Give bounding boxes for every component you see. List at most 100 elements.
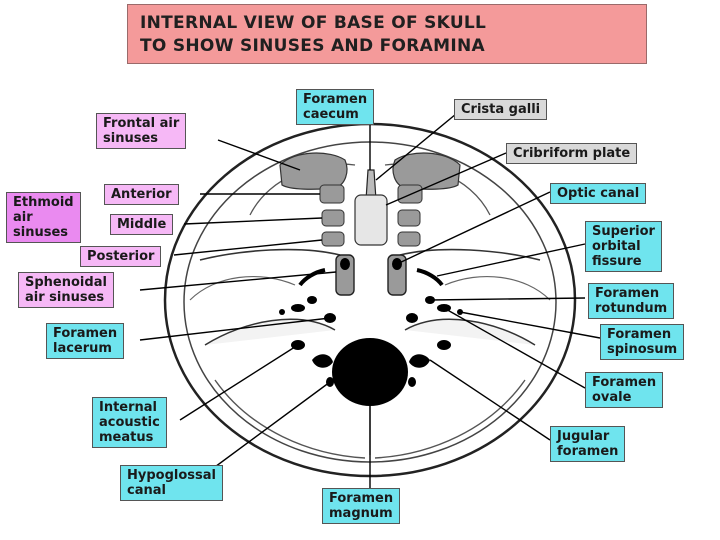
label-cribriform-plate: Cribriform plate xyxy=(506,143,638,164)
label-foramen-lacerum: Foramen lacerum xyxy=(46,323,125,359)
label-magnum-line1: Foramen xyxy=(329,491,394,506)
posterior-fossa-left xyxy=(214,379,366,459)
label-lacerum-line2: lacerum xyxy=(53,341,112,356)
lesser-wing-left xyxy=(199,248,341,261)
label-sphenoidal-air-sinuses: Sphenoidal air sinuses xyxy=(18,272,114,308)
jugular-foramen-left xyxy=(312,354,333,368)
label-iam-line1: Internal xyxy=(99,400,158,415)
label-frontal-line1: Frontal air xyxy=(103,116,180,131)
label-posterior-text: Posterior xyxy=(87,249,155,264)
superior-orbital-fissure-right xyxy=(416,268,444,287)
label-superior-orbital-fissure: Superior orbital fissure xyxy=(585,221,662,272)
label-internal-acoustic-meatus: Internal acoustic meatus xyxy=(92,397,167,448)
label-ethmoid-line2: air xyxy=(13,210,33,225)
foramen-magnum xyxy=(332,338,408,406)
petrous-ridge-right xyxy=(404,318,536,346)
leader-hypoglossal xyxy=(199,381,331,479)
label-hypoglossal-line1: Hypoglossal xyxy=(127,468,216,483)
petrous-ridge-left xyxy=(204,318,336,346)
ethmoid-posterior-left xyxy=(321,231,345,247)
label-foramen-rotundum: Foramen rotundum xyxy=(588,283,675,319)
label-sof-line1: Superior xyxy=(592,224,655,239)
label-foramen-caecum-line2: caecum xyxy=(303,107,359,122)
label-jugular-line1: Jugular xyxy=(557,429,610,444)
optic-canal-left xyxy=(340,258,350,270)
ethmoid-middle-left xyxy=(321,209,345,227)
leader-spinosum xyxy=(459,311,601,339)
internal-acoustic-meatus-right xyxy=(437,340,451,350)
label-ethmoid-line1: Ethmoid xyxy=(13,195,74,210)
leader-crista-galli xyxy=(375,113,457,181)
label-crista-galli-text: Crista galli xyxy=(461,102,541,117)
label-spinosum-line1: Foramen xyxy=(607,327,672,342)
foramen-lacerum-right xyxy=(406,313,418,323)
foramen-ovale-left xyxy=(291,304,305,312)
leader-lacerum xyxy=(139,317,331,341)
cribriform-plate xyxy=(354,194,388,246)
posterior-fossa-right xyxy=(374,379,526,459)
ethmoid-posterior-right xyxy=(397,231,421,247)
leader-jugular xyxy=(429,359,551,441)
label-anterior: Anterior xyxy=(104,184,179,205)
leader-ovale xyxy=(443,307,586,389)
label-sphenoidal-line2: air sinuses xyxy=(25,290,105,305)
middle-fossa-left xyxy=(189,275,296,301)
label-foramen-caecum: Foramen caecum xyxy=(296,89,375,125)
label-hypoglossal-canal: Hypoglossal canal xyxy=(120,465,223,501)
ethmoid-middle-right xyxy=(397,209,421,227)
frontal-sinus-left xyxy=(279,152,348,190)
label-sof-line3: fissure xyxy=(592,254,642,269)
jugular-foramen-right xyxy=(409,354,430,368)
label-sof-line2: orbital xyxy=(592,239,641,254)
leader-lines xyxy=(139,113,601,488)
label-rotundum-line1: Foramen xyxy=(595,286,660,301)
middle-fossa-right xyxy=(444,275,551,301)
label-cribriform-text: Cribriform plate xyxy=(513,146,631,161)
label-middle: Middle xyxy=(110,214,174,235)
label-magnum-line2: magnum xyxy=(329,506,393,521)
label-optic-canal-text: Optic canal xyxy=(557,186,640,201)
label-ovale-line2: ovale xyxy=(592,390,632,405)
label-foramen-magnum: Foramen magnum xyxy=(322,488,401,524)
label-iam-line3: meatus xyxy=(99,430,154,445)
label-ovale-line1: Foramen xyxy=(592,375,657,390)
label-sphenoidal-line1: Sphenoidal xyxy=(25,275,107,290)
leader-middle xyxy=(183,217,323,225)
label-frontal-air-sinuses: Frontal air sinuses xyxy=(96,113,187,149)
label-foramen-spinosum: Foramen spinosum xyxy=(600,324,685,360)
superior-orbital-fissure-left xyxy=(298,268,326,287)
label-frontal-line2: sinuses xyxy=(103,131,158,146)
label-hypoglossal-line2: canal xyxy=(127,483,166,498)
leader-cribriform xyxy=(385,152,507,206)
title-line-2: TO SHOW SINUSES AND FORAMINA xyxy=(140,36,485,56)
label-ethmoid-line3: sinuses xyxy=(13,225,68,240)
leader-rotundum xyxy=(429,297,586,301)
title-box: INTERNAL VIEW OF BASE OF SKULL TO SHOW S… xyxy=(127,4,647,64)
label-optic-canal: Optic canal xyxy=(550,183,647,204)
label-rotundum-line2: rotundum xyxy=(595,301,668,316)
leader-sup-orbital xyxy=(436,243,586,277)
label-lacerum-line1: Foramen xyxy=(53,326,118,341)
label-foramen-ovale: Foramen ovale xyxy=(585,372,664,408)
label-jugular-line2: foramen xyxy=(557,444,619,459)
title-line-1: INTERNAL VIEW OF BASE OF SKULL xyxy=(140,13,487,33)
label-ethmoid-air-sinuses: Ethmoid air sinuses xyxy=(6,192,81,243)
leader-acoustic xyxy=(179,344,299,421)
foramen-rotundum-left xyxy=(307,296,317,304)
ethmoid-anterior-left xyxy=(319,184,345,204)
label-jugular-foramen: Jugular foramen xyxy=(550,426,626,462)
label-anterior-text: Anterior xyxy=(111,187,172,202)
foramen-spinosum-left xyxy=(279,309,285,315)
leader-frontal-sinus xyxy=(217,139,301,171)
label-crista-galli: Crista galli xyxy=(454,99,548,120)
label-foramen-caecum-line1: Foramen xyxy=(303,92,368,107)
leader-optic-canal xyxy=(396,191,551,265)
hypoglossal-canal-right xyxy=(408,377,416,387)
leader-sphenoidal xyxy=(139,271,337,291)
leader-posterior xyxy=(173,239,323,256)
label-spinosum-line2: spinosum xyxy=(607,342,678,357)
label-middle-text: Middle xyxy=(117,217,167,232)
label-posterior: Posterior xyxy=(80,246,162,267)
label-iam-line2: acoustic xyxy=(99,415,160,430)
